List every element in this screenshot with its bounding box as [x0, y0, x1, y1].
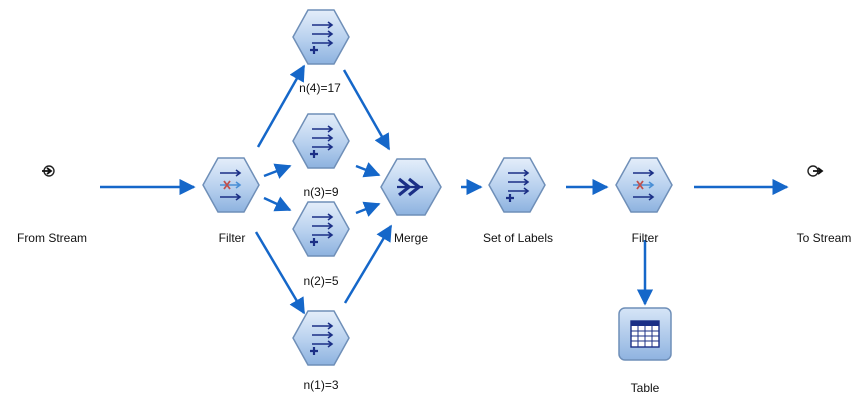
- output-connector-icon: [807, 165, 824, 177]
- derive-node-icon: [292, 201, 350, 257]
- node-label: n(3)=9: [303, 185, 338, 199]
- node-filter-2[interactable]: Filter: [615, 157, 673, 245]
- node-derive-n1[interactable]: n(1)=3: [292, 310, 350, 392]
- input-connector-icon: [42, 165, 55, 177]
- connector-n4-to-merge[interactable]: [342, 69, 391, 151]
- node-label: From Stream: [17, 231, 87, 245]
- filter-node-icon: [615, 157, 673, 213]
- node-label: n(2)=5: [303, 274, 338, 288]
- derive-node-icon: [292, 9, 350, 65]
- node-label: Filter: [219, 231, 246, 245]
- node-label: To Stream: [797, 231, 852, 245]
- filter-node-icon: [202, 157, 260, 213]
- connector-filter-to-n3[interactable]: [263, 163, 292, 179]
- node-to-stream[interactable]: To Stream: [797, 165, 852, 245]
- connector-filter-to-n2[interactable]: [263, 196, 292, 212]
- node-label: n(1)=3: [303, 378, 338, 392]
- connectors: [100, 64, 789, 315]
- node-label: Table: [631, 381, 660, 395]
- connector-filter-to-n1[interactable]: [254, 231, 306, 315]
- node-derive-n2[interactable]: n(2)=5: [292, 201, 350, 288]
- node-label: n(4)=17: [299, 81, 341, 95]
- derive-node-icon: [488, 157, 546, 213]
- node-filter[interactable]: Filter: [202, 157, 260, 245]
- connector-n2-to-merge[interactable]: [355, 201, 381, 217]
- table-node-icon: [618, 307, 672, 361]
- node-set-of-labels[interactable]: Set of Labels: [483, 157, 553, 245]
- node-derive-n3[interactable]: n(3)=9: [292, 113, 350, 199]
- connector-n3-to-merge[interactable]: [355, 162, 381, 178]
- node-label: Set of Labels: [483, 231, 553, 245]
- derive-node-icon: [292, 310, 350, 366]
- merge-node-icon: [380, 158, 442, 216]
- node-merge[interactable]: Merge: [380, 158, 442, 245]
- node-label: Filter: [632, 231, 659, 245]
- derive-node-icon: [292, 113, 350, 169]
- node-derive-n4[interactable]: n(4)=17: [292, 9, 350, 95]
- node-from-stream[interactable]: From Stream: [17, 165, 87, 245]
- connector-filter-to-n4[interactable]: [256, 64, 306, 148]
- node-table[interactable]: Table: [618, 307, 672, 395]
- connector-n1-to-merge[interactable]: [343, 224, 393, 304]
- node-label: Merge: [394, 231, 428, 245]
